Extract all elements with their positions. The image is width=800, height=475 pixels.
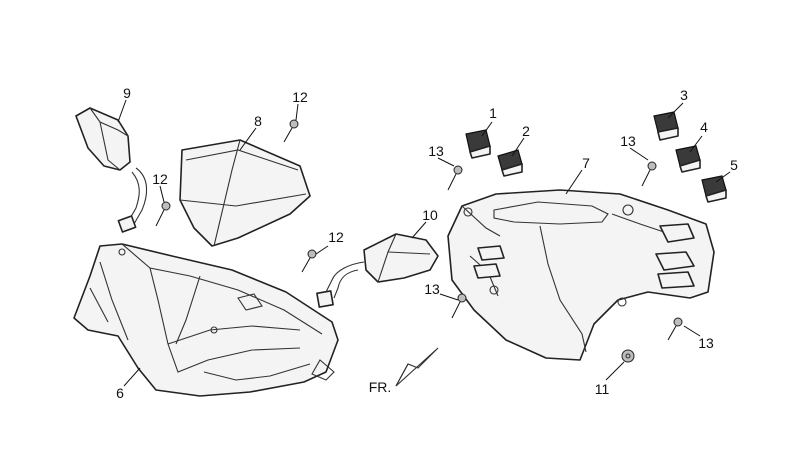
screw-13-d — [667, 317, 683, 341]
left-mirror — [75, 107, 148, 233]
callout-6: 6 — [116, 385, 124, 401]
switch-1 — [465, 129, 491, 159]
front-direction-arrow — [395, 347, 439, 387]
screw-12-top — [283, 119, 299, 143]
callout-7: 7 — [582, 155, 590, 171]
windscreen — [179, 139, 311, 247]
callout-8: 8 — [254, 113, 262, 129]
callout-12-left: 12 — [152, 171, 168, 187]
callout-2: 2 — [522, 123, 530, 139]
front-handlebar-cover — [73, 243, 339, 397]
leader-lines — [117, 99, 731, 387]
callout-3: 3 — [680, 87, 688, 103]
callout-4: 4 — [700, 119, 708, 135]
screw-13-b — [451, 293, 467, 319]
screw-12-mid — [301, 249, 317, 273]
switch-5 — [701, 175, 727, 203]
callout-13-d: 13 — [698, 335, 714, 351]
screw-13-c — [641, 161, 657, 187]
callout-11: 11 — [595, 381, 610, 397]
callout-5: 5 — [730, 157, 738, 173]
callout-12-top: 12 — [292, 89, 308, 105]
front-marker-label: FR. — [369, 379, 392, 395]
callout-13-c: 13 — [620, 133, 636, 149]
screw-13-a — [447, 165, 463, 191]
switch-3 — [653, 111, 679, 141]
screw-12-left — [155, 201, 171, 227]
callout-12-mid: 12 — [328, 229, 344, 245]
rear-handlebar-cover — [447, 189, 715, 361]
callout-10: 10 — [422, 207, 438, 223]
switch-4 — [675, 145, 701, 173]
callout-13-b: 13 — [424, 281, 440, 297]
screw-11 — [621, 349, 635, 363]
callout-13-a: 13 — [428, 143, 444, 159]
switch-2 — [497, 149, 523, 177]
right-mirror — [316, 233, 439, 308]
callout-9: 9 — [123, 85, 131, 101]
callout-1: 1 — [489, 105, 497, 121]
